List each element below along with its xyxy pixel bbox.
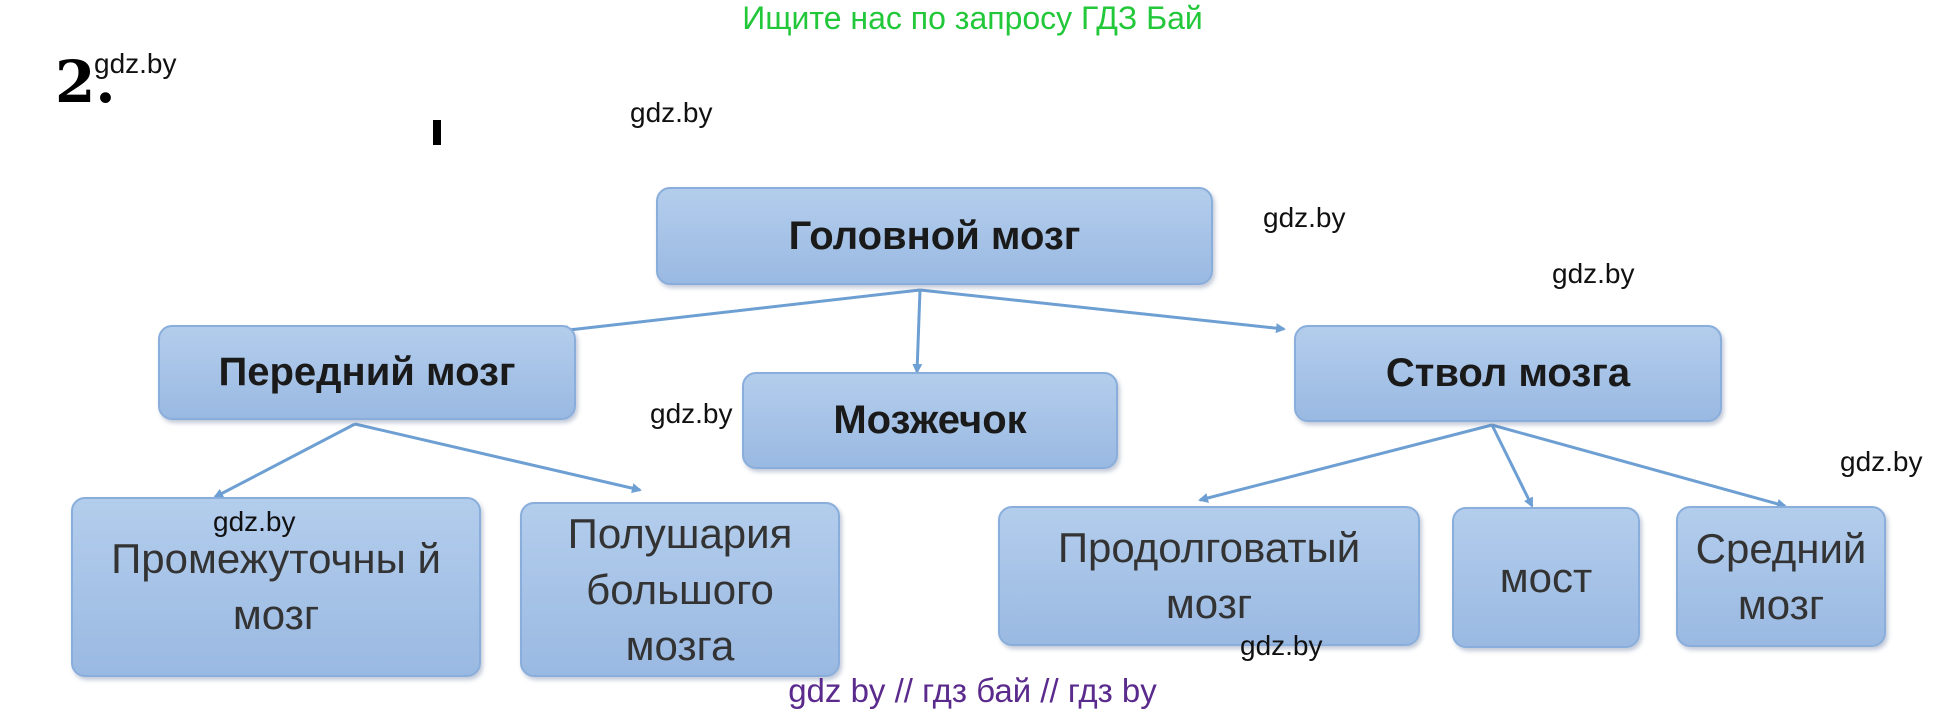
node-medulla: Продолговатый мозг (998, 506, 1420, 646)
arrow-brainstem-to-midbrain (1491, 423, 1787, 509)
node-diencephalon: Промежуточны й мозг (71, 497, 481, 677)
arrow-forebrain-to-diencephalon (213, 422, 356, 499)
search-banner[interactable]: Ищите нас по запросу ГДЗ Бай (742, 0, 1203, 36)
node-hemispheres: Полушария большого мозга (520, 502, 840, 677)
arrow-brainstem-to-pons (1490, 424, 1534, 508)
watermark: gdz.by (1840, 446, 1923, 477)
watermark: gdz.by (213, 506, 296, 537)
watermark: gdz.by (630, 97, 713, 128)
node-midbrain: Средний мозг (1676, 506, 1886, 647)
node-brain: Головной мозг (656, 187, 1213, 285)
node-cerebellum: Мозжечок (742, 372, 1118, 469)
node-forebrain: Передний мозг (158, 325, 576, 420)
arrow-root-to-forebrain (558, 288, 921, 336)
watermark: gdz.by (1240, 630, 1323, 661)
arrow-root-to-brainstem (919, 288, 1286, 334)
arrow-root-to-cerebellum (912, 289, 923, 374)
task-number: 2. (55, 48, 116, 116)
node-brainstem: Ствол мозга (1294, 325, 1722, 422)
watermark: gdz.by (1263, 202, 1346, 233)
cut-off-heading-fragment (433, 120, 441, 145)
watermark: gdz.by (94, 48, 177, 79)
arrow-forebrain-to-hemispheres (354, 422, 642, 494)
watermark: gdz.by (650, 398, 733, 429)
footer-links[interactable]: gdz by // гдз бай // гдз by (788, 672, 1157, 709)
watermark: gdz.by (1552, 258, 1635, 289)
arrow-brainstem-to-medulla (1198, 423, 1493, 503)
node-pons: мост (1452, 507, 1640, 648)
